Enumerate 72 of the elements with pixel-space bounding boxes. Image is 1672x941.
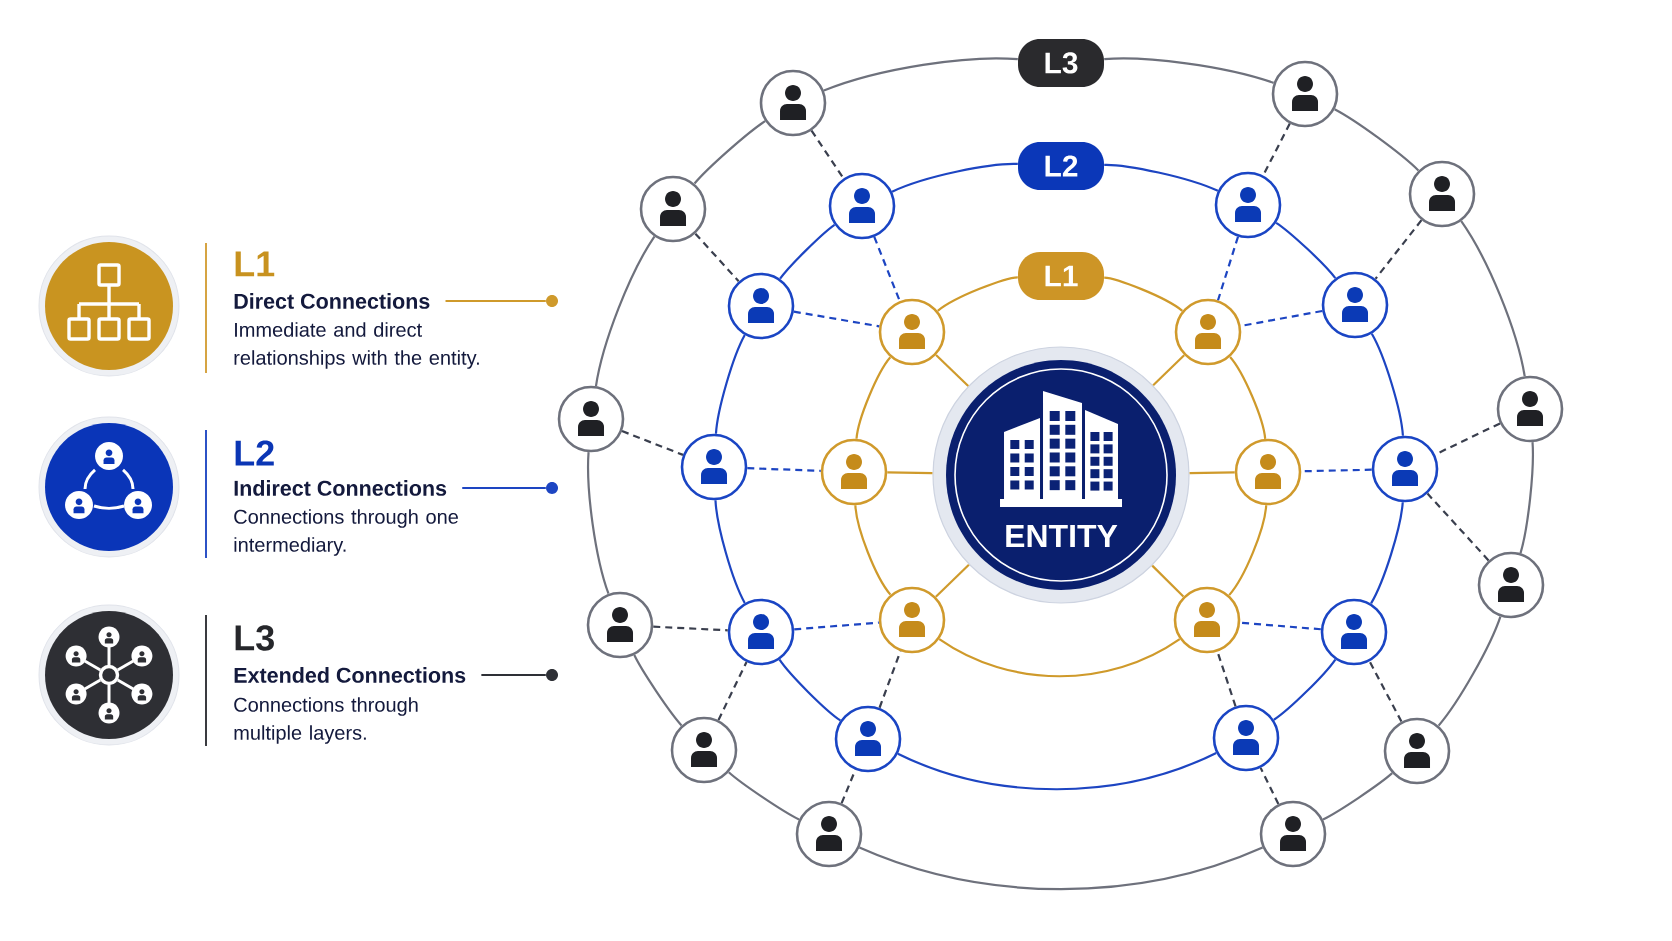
- dashed-line: [747, 467, 821, 472]
- connector-line: [714, 500, 746, 604]
- connector-line: [938, 638, 1181, 678]
- connector-line: [935, 563, 970, 598]
- connector-line: [854, 505, 892, 596]
- dashed-line: [1259, 767, 1280, 805]
- level-tag: L3: [1018, 39, 1104, 87]
- connector-line: [633, 654, 683, 727]
- level-heading: L2: [235, 440, 274, 466]
- leader-line: [462, 486, 546, 490]
- level-title: Indirect Connections: [234, 480, 447, 496]
- connector-line: [855, 356, 892, 439]
- connector-line: [778, 659, 841, 722]
- dashed-line: [873, 236, 901, 302]
- dashed-line: [1374, 219, 1423, 280]
- dashed-line: [1216, 651, 1237, 707]
- level-tag: L2: [1018, 142, 1104, 190]
- dashed-line: [694, 232, 740, 283]
- connector-line: [1460, 220, 1526, 377]
- dashed-line: [1426, 492, 1490, 562]
- level-description: Immediate and direct relationships with the entity.: [234, 322, 479, 369]
- connector-line: [1519, 442, 1534, 554]
- connector-line: [1322, 772, 1393, 821]
- dashed-line: [840, 769, 857, 804]
- dashed-line: [878, 650, 902, 709]
- connector-line: [1273, 658, 1337, 721]
- dashed-line: [1368, 660, 1403, 723]
- connector-line: [587, 452, 610, 595]
- connector-line: [897, 751, 1217, 791]
- level-title: Direct Connections: [234, 293, 430, 309]
- dashed-line: [810, 130, 845, 179]
- connector-line: [1151, 564, 1185, 598]
- connector-line: [1104, 163, 1219, 192]
- level-description: Connections through one intermediary.: [234, 509, 458, 556]
- connector-line: [887, 471, 933, 475]
- connector-line: [1437, 616, 1502, 727]
- level-heading: L1: [235, 251, 275, 277]
- dashed-line: [1216, 236, 1240, 301]
- dashed-line: [653, 625, 728, 632]
- connector-line: [1104, 57, 1274, 84]
- connector-line: [1370, 502, 1404, 604]
- dashed-line: [621, 430, 684, 456]
- dashed-line: [717, 661, 748, 721]
- leader-line: [445, 299, 546, 303]
- connector-line: [937, 276, 1018, 312]
- level-heading: L3: [235, 625, 274, 651]
- dashed-line: [793, 310, 880, 328]
- connector-line: [823, 57, 1018, 92]
- connector-line: [1334, 108, 1420, 172]
- connector-line: [594, 235, 656, 387]
- connector-line: [1104, 276, 1183, 312]
- connector-line: [1228, 505, 1268, 596]
- connector-line: [779, 223, 836, 280]
- connector-line: [1229, 356, 1267, 439]
- connector-line: [1152, 354, 1185, 387]
- connector-line: [935, 354, 969, 387]
- dashed-line: [1240, 621, 1321, 631]
- dashed-line: [794, 621, 879, 631]
- connector-line: [1370, 333, 1404, 436]
- connector-line: [1275, 221, 1337, 279]
- connector-line: [1189, 471, 1235, 475]
- connector-line: [728, 771, 800, 821]
- level-title: Extended Connections: [234, 667, 466, 683]
- connector-line: [891, 162, 1018, 193]
- dashed-line: [1262, 123, 1291, 176]
- connector-line: [714, 334, 746, 434]
- level-tag: L1: [1018, 252, 1104, 300]
- connector-line: [859, 846, 1263, 891]
- leader-line: [481, 673, 546, 677]
- dashed-line: [1434, 422, 1501, 456]
- connector-line: [693, 120, 766, 185]
- level-description: Connections through multiple layers.: [234, 697, 418, 744]
